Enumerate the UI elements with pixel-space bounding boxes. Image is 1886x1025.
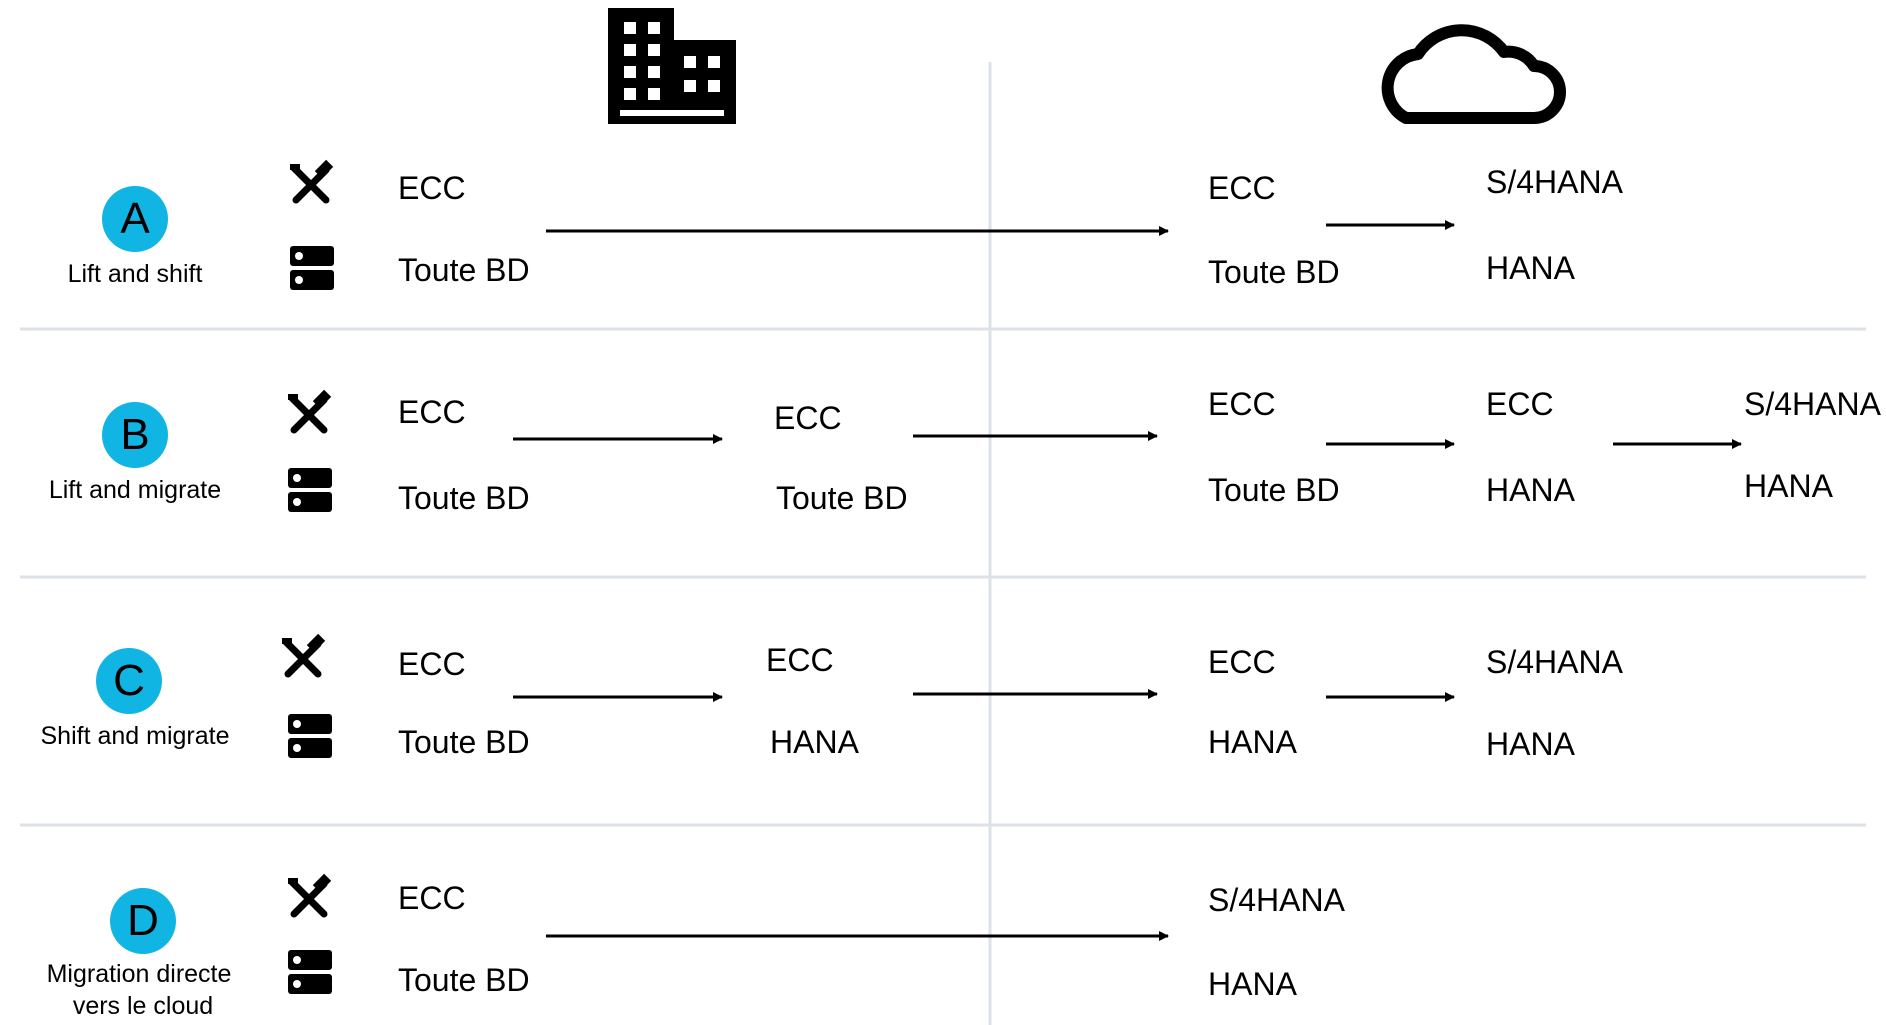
row-d-cloud1-db: HANA [1208,966,1297,1002]
tools-icon [288,873,332,918]
row-d-label-line1: Migration directe [46,960,232,988]
row-b-label: Lift and migrate [48,476,222,504]
row-b-cloud3-db: HANA [1744,468,1833,504]
cloud-icon [1381,24,1566,124]
row-d-badge: D [110,888,176,954]
row-a-cloud2-db: HANA [1486,250,1575,286]
row-d-label-line2: vers le cloud [72,992,214,1020]
row-b-cloud2-app: ECC [1486,386,1554,422]
row-c-source-db: Toute BD [398,724,530,760]
row-c-source-app: ECC [398,646,466,682]
row-a-label: Lift and shift [67,260,203,288]
row-a-badge: A [102,186,168,252]
row-a-cloud2-app: S/4HANA [1486,164,1623,200]
row-a-source-db: Toute BD [398,252,530,288]
building-icon [608,8,736,124]
row-d-source-db: Toute BD [398,962,530,998]
row-c-cloud1-db: HANA [1208,724,1297,760]
tools-icon [288,389,332,434]
row-b-cloud1-app: ECC [1208,386,1276,422]
row-b-source-db: Toute BD [398,480,530,516]
row-b-cloud2-db: HANA [1486,472,1575,508]
row-a-cloud1-app: ECC [1208,170,1276,206]
row-a-source-app: ECC [398,170,466,206]
row-c-cloud1-app: ECC [1208,644,1276,680]
row-c-cloud2-db: HANA [1486,726,1575,762]
row-c-badge: C [96,648,162,714]
database-server-icon [288,950,332,994]
tools-icon [282,633,326,678]
row-c-label: Shift and migrate [40,722,230,750]
row-a-cloud1-db: Toute BD [1208,254,1340,290]
row-d-source-app: ECC [398,880,466,916]
row-c-onprem-app: ECC [766,642,834,678]
row-d-cloud1-app: S/4HANA [1208,882,1345,918]
row-b-cloud3-app: S/4HANA [1744,386,1881,422]
row-c-onprem-db: HANA [770,724,859,760]
row-b-badge: B [102,402,168,468]
row-b-cloud1-db: Toute BD [1208,472,1340,508]
database-server-icon [288,468,332,512]
row-b-onprem-app: ECC [774,400,842,436]
row-b-onprem-db: Toute BD [776,480,908,516]
database-server-icon [288,714,332,758]
row-b-source-app: ECC [398,394,466,430]
tools-icon [290,159,334,204]
database-server-icon [290,246,334,290]
row-c-cloud2-app: S/4HANA [1486,644,1623,680]
